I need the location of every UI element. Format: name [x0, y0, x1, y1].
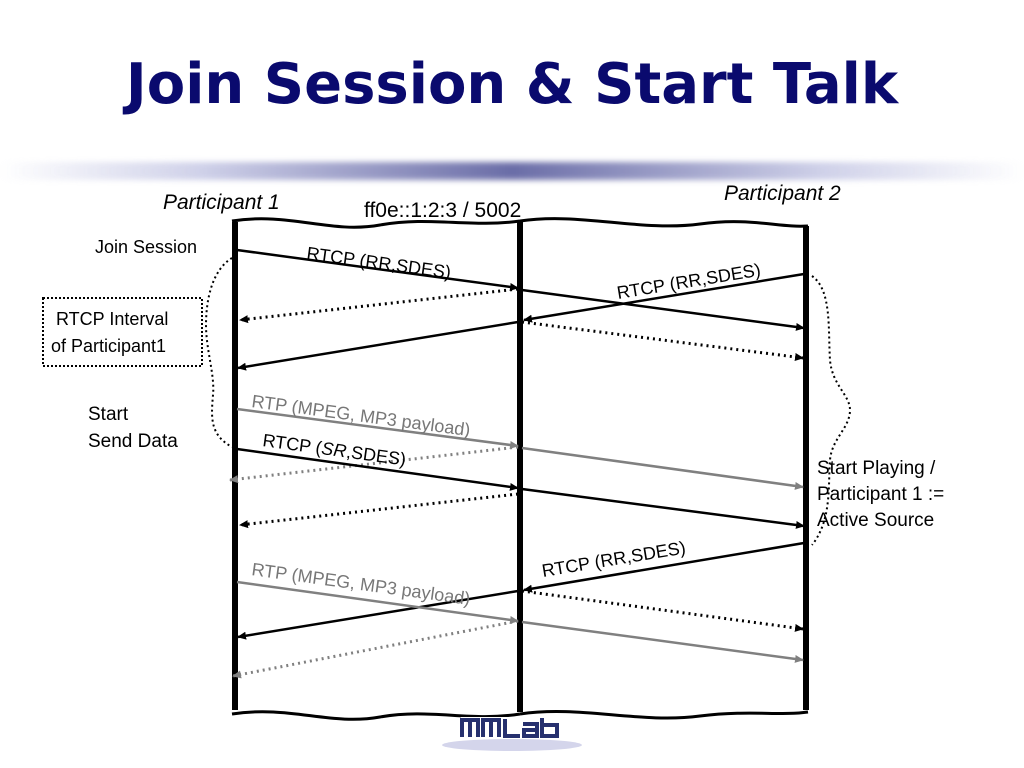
bottom-wave-right	[519, 710, 809, 720]
start-send-line2: Send Data	[88, 431, 178, 452]
arrow-group-to-p2-dotted-2	[521, 589, 804, 632]
interval-bracket-left	[204, 257, 233, 448]
mmlab-logo	[442, 717, 582, 751]
arrow-rtp-p1-to-group-1	[236, 407, 519, 449]
msg-rtcp-rr-2: RTCP (RR,SDES)	[615, 260, 762, 303]
participant1-label: Participant 1	[163, 191, 280, 214]
arrow-rtp-group-to-p2-2	[521, 620, 804, 663]
arrow-group-to-p1-rtcp-2	[237, 589, 519, 640]
arrow-rtp-group-to-p1-dotted-2	[232, 619, 519, 679]
arrow-p2-to-group-rtcp	[523, 272, 805, 323]
msg-rtcp-sr: RTCP (SR,SDES)	[261, 430, 407, 469]
start-playing-line3: Active Source	[817, 510, 934, 531]
page-title: Join Session & Start Talk	[125, 52, 899, 117]
start-playing-line2: Participant 1 :=	[817, 484, 944, 505]
rtcp-interval-box	[42, 297, 203, 367]
msg-rtcp-rr-1: RTCP (RR,SDES)	[305, 243, 452, 282]
arrow-group-to-p1-dotted-2	[239, 492, 519, 529]
arrow-rtp-p1-to-group-2	[236, 580, 519, 624]
arrow-group-to-p1-rtcp	[237, 320, 519, 371]
arrow-group-to-p2-rtcp	[521, 288, 805, 331]
multicast-group-label: ff0e::1:2:3 / 5002	[364, 199, 521, 222]
join-session-label: Join Session	[95, 237, 197, 257]
arrow-group-to-p2-sr	[521, 487, 805, 529]
arrow-p2-to-group-rtcp-2	[523, 541, 805, 593]
participant2-label: Participant 2	[724, 182, 841, 205]
rtcp-interval-line1: RTCP Interval	[56, 309, 168, 329]
arrow-rtp-group-to-p1-dotted	[229, 445, 519, 484]
start-playing-line1: Start Playing /	[817, 458, 936, 479]
arrow-rtp-group-to-p2-1	[521, 446, 804, 490]
arrow-group-to-p2-dotted-1	[521, 320, 804, 361]
title-underline-bar	[0, 162, 1024, 180]
arrow-p1-to-group-sr	[236, 447, 519, 491]
arrow-group-to-p1-dotted-1	[239, 287, 519, 324]
arrow-p1-to-group-rtcp	[236, 248, 519, 291]
bottom-wave-left	[231, 710, 521, 721]
start-send-line1: Start	[88, 404, 129, 425]
msg-rtp-2: RTP (MPEG, MP3 payload)	[250, 559, 471, 609]
rtcp-interval-line2: of Participant1	[51, 336, 166, 356]
top-wave-left	[231, 217, 521, 229]
top-wave-right	[519, 217, 809, 228]
